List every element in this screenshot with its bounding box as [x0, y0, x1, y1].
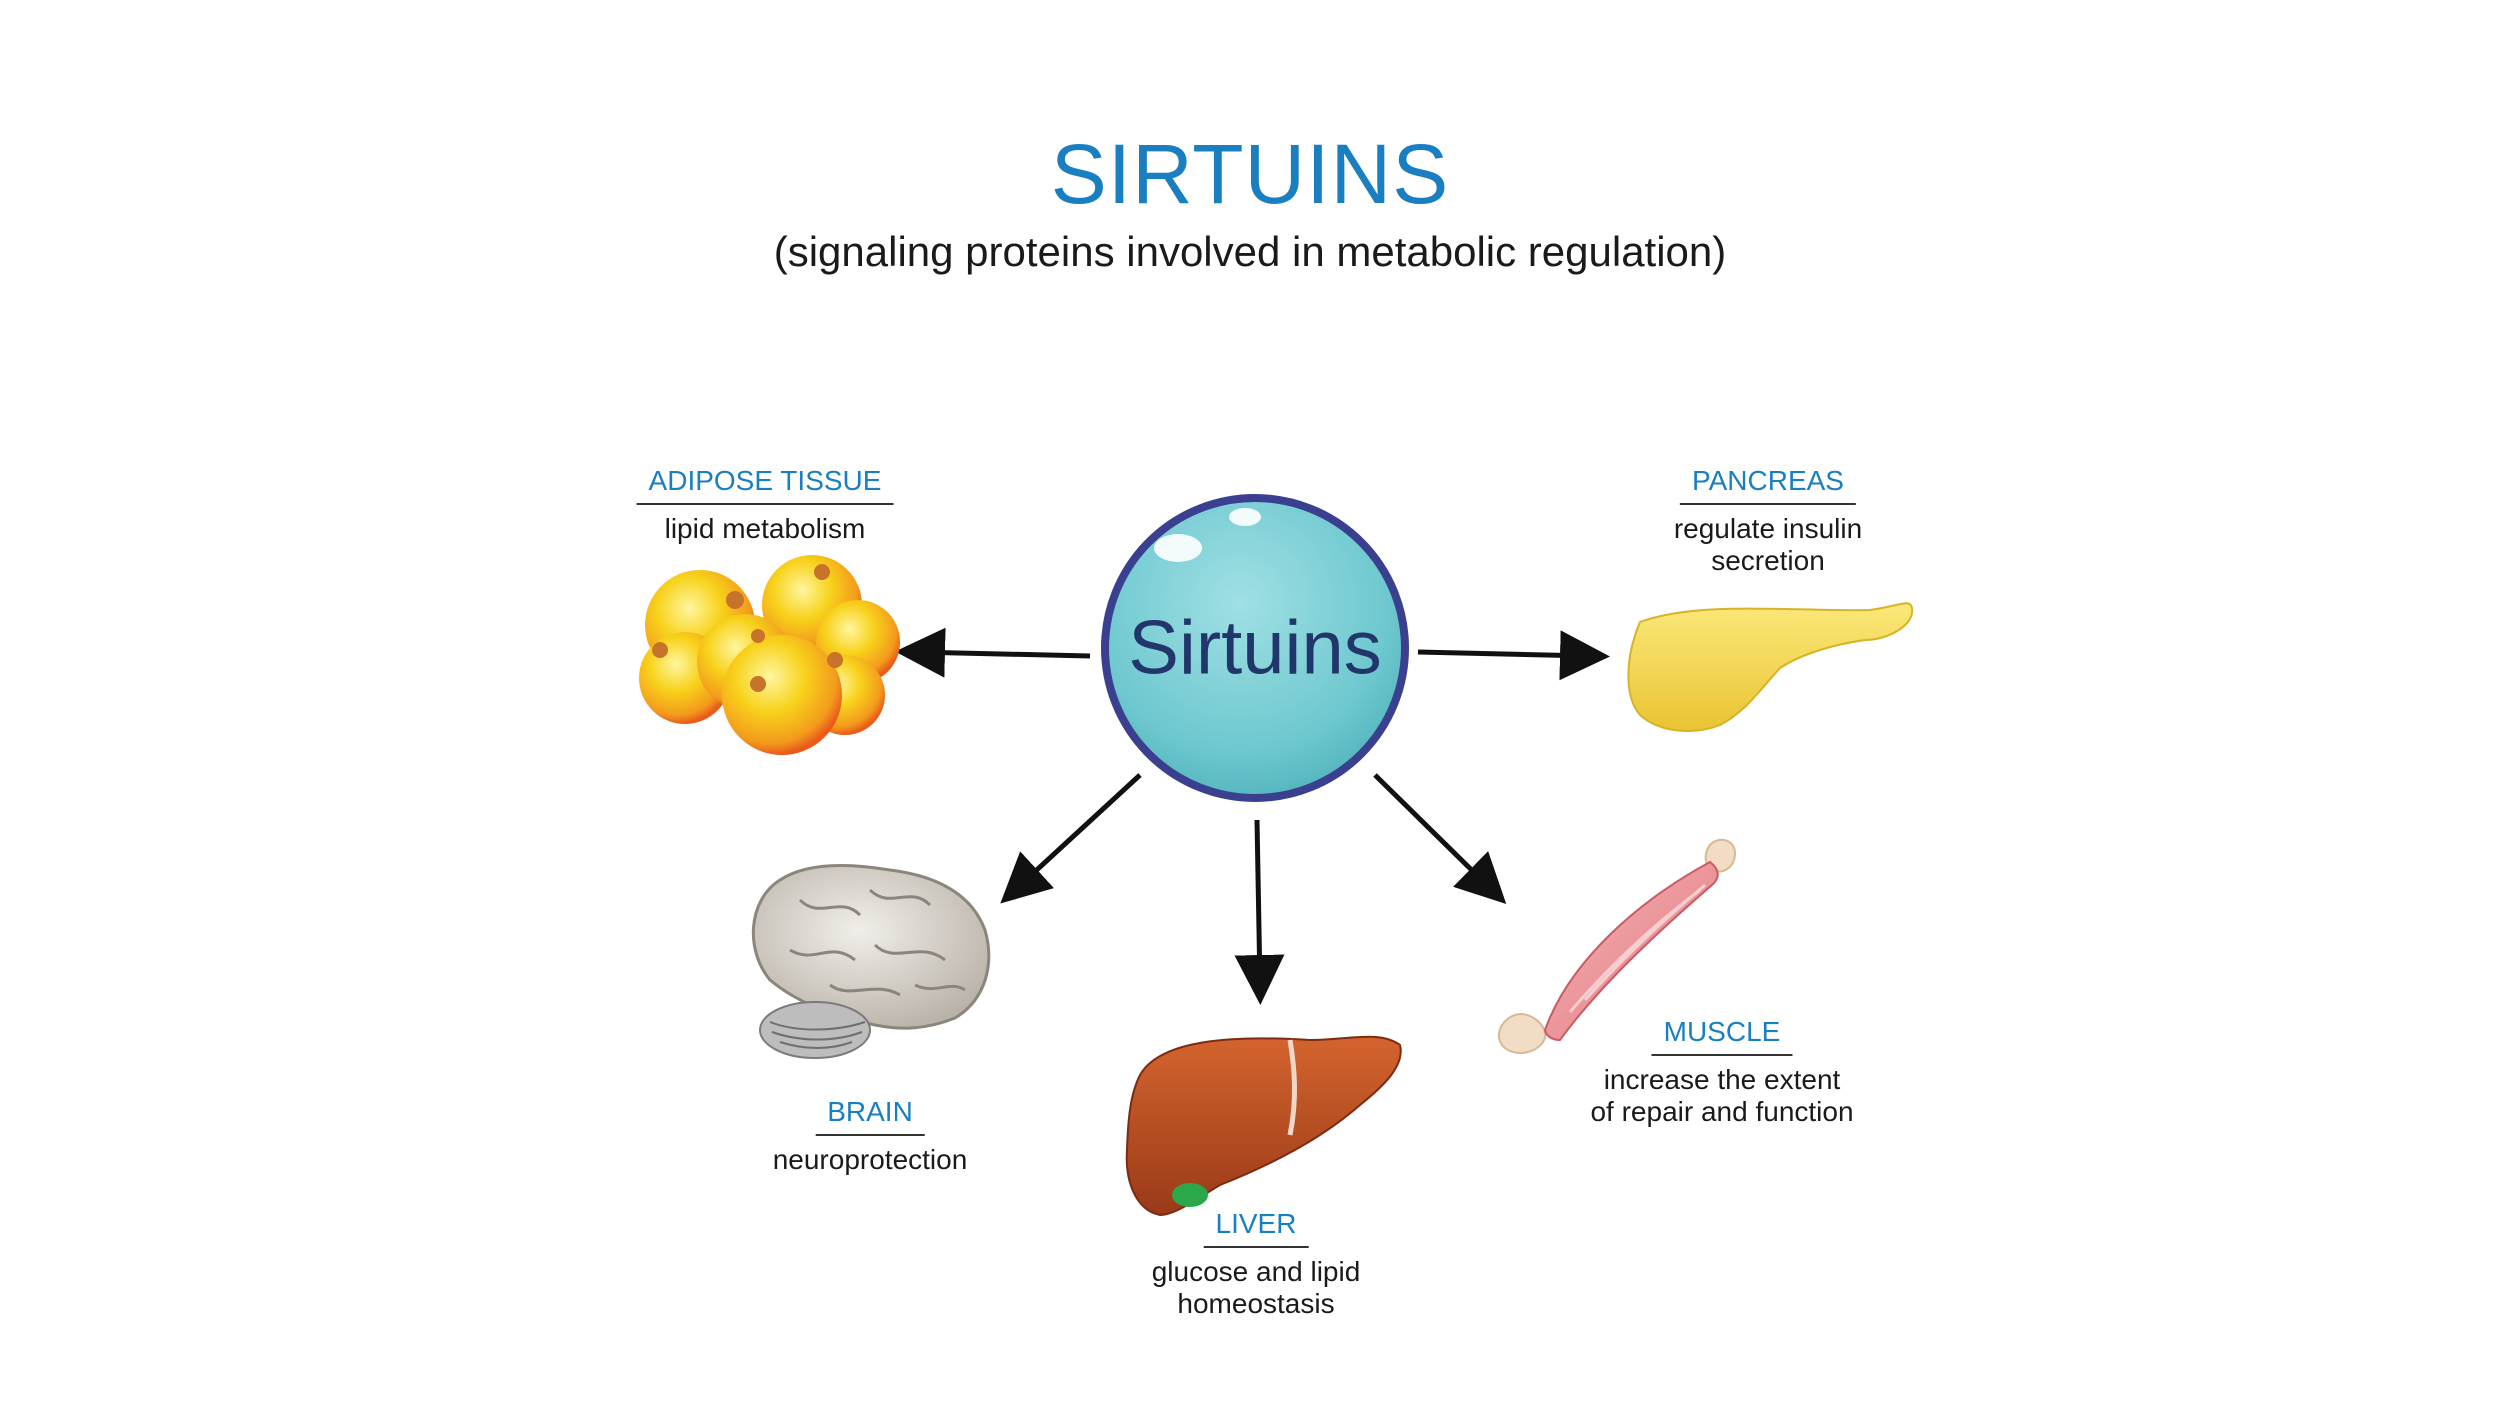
label-muscle: MUSCLE increase the extent of repair and…: [1590, 1016, 1853, 1128]
page-title: SIRTUINS: [1050, 127, 1450, 221]
liver-desc-line-2: homeostasis: [1177, 1288, 1335, 1319]
label-adipose: ADIPOSE TISSUE lipid metabolism: [636, 465, 894, 545]
arrows: [895, 627, 1610, 1005]
adipose-name: ADIPOSE TISSUE: [636, 465, 894, 505]
liver-name: LIVER: [1203, 1208, 1309, 1248]
pancreas-illustration: [1627, 602, 1914, 732]
liver-illustration: [1125, 1035, 1402, 1217]
arrow-to-brain: [1000, 773, 1142, 904]
muscle-desc-line-1: increase the extent: [1603, 1064, 1841, 1095]
pancreas-name: PANCREAS: [1680, 465, 1856, 505]
arrow-to-muscle: [1373, 773, 1507, 905]
muscle-desc-line-2: of repair and function: [1590, 1096, 1854, 1127]
hub-circle: [1101, 494, 1409, 802]
page-subtitle: (signaling proteins involved in metaboli…: [773, 228, 1727, 275]
pancreas-desc-line-1: regulate insulin: [1673, 513, 1863, 544]
arrow-to-liver: [1234, 819, 1285, 1005]
adipose-desc-line-1: lipid metabolism: [664, 513, 866, 544]
muscle-name: MUSCLE: [1651, 1016, 1793, 1056]
adipose-tissue-illustration: [639, 555, 900, 755]
brain-illustration: [751, 864, 991, 1059]
pancreas-desc-line-2: secretion: [1711, 545, 1825, 576]
liver-desc-line-1: glucose and lipid: [1151, 1256, 1361, 1287]
hub-label: Sirtuins: [1128, 605, 1382, 691]
label-brain: BRAIN neuroprotection: [773, 1096, 968, 1176]
arrow-to-adipose: [895, 627, 1091, 678]
muscle-illustration: [1497, 838, 1737, 1054]
label-pancreas: PANCREAS regulate insulin secretion: [1674, 465, 1862, 577]
brain-desc-line-1: neuroprotection: [772, 1144, 968, 1175]
brain-name: BRAIN: [815, 1096, 925, 1136]
arrow-to-pancreas: [1417, 630, 1610, 681]
label-liver: LIVER glucose and lipid homeostasis: [1152, 1208, 1361, 1320]
